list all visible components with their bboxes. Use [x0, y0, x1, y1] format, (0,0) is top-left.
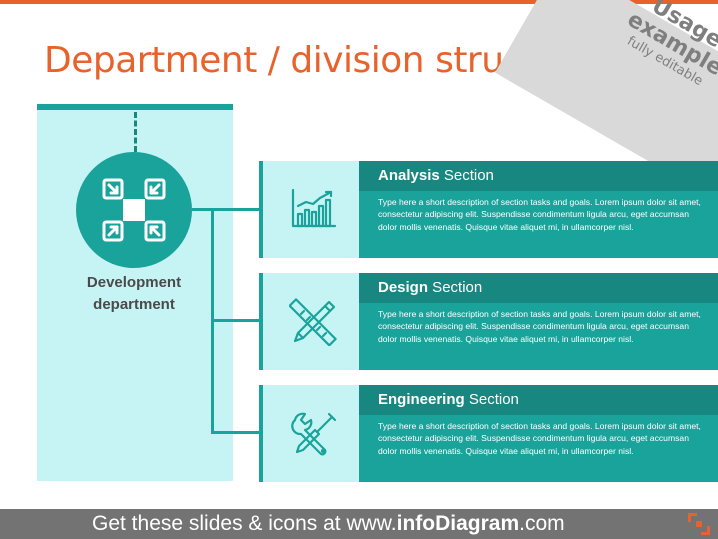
hierarchy-arrows-icon: [102, 178, 166, 242]
infodiagram-logo-icon: [688, 513, 710, 535]
section-icon-box: [259, 161, 359, 258]
connector-to-analysis: [211, 208, 259, 211]
section-description: Type here a short description of section…: [359, 415, 718, 482]
department-label-line2: department: [93, 296, 175, 313]
section-description: Type here a short description of section…: [359, 303, 718, 370]
section-header: Engineering Section: [359, 385, 718, 415]
bar-chart-icon: [291, 188, 337, 228]
section-description: Type here a short description of section…: [359, 191, 718, 258]
dashed-connector: [134, 112, 137, 152]
footer-bar: Get these slides & icons at www.infoDiag…: [0, 509, 718, 539]
section-engineering: Engineering Section Type here a short de…: [259, 385, 718, 482]
section-name-bold: Design: [378, 279, 429, 296]
connector-to-engineering: [211, 431, 259, 434]
section-name-rest: Section: [439, 167, 494, 184]
footer-prefix: Get these slides & icons at www.: [92, 512, 397, 535]
top-accent-bar: [0, 0, 718, 4]
section-name-rest: Section: [428, 279, 483, 296]
department-circle: [76, 152, 192, 268]
department-label: Development department: [60, 272, 208, 316]
section-header: Analysis Section: [359, 161, 718, 191]
section-icon-box: [259, 273, 359, 370]
connector-horizontal-main: [192, 208, 214, 211]
section-analysis: Analysis Section Type here a short descr…: [259, 161, 718, 258]
section-design: Design Section Type here a short descrip…: [259, 273, 718, 370]
wrench-screwdriver-icon: [291, 412, 337, 456]
section-icon-box: [259, 385, 359, 482]
section-name-bold: Analysis: [378, 167, 440, 184]
section-header: Design Section: [359, 273, 718, 303]
footer-suffix: .com: [519, 512, 565, 535]
footer-text: Get these slides & icons at www.infoDiag…: [92, 510, 565, 538]
pencil-ruler-icon: [289, 298, 337, 346]
connector-to-design: [211, 319, 259, 322]
section-name-bold: Engineering: [378, 391, 465, 408]
department-panel-topbar: [37, 104, 233, 110]
department-label-line1: Development: [86, 274, 182, 291]
footer-brand: infoDiagram: [396, 512, 520, 535]
section-name-rest: Section: [464, 391, 519, 408]
